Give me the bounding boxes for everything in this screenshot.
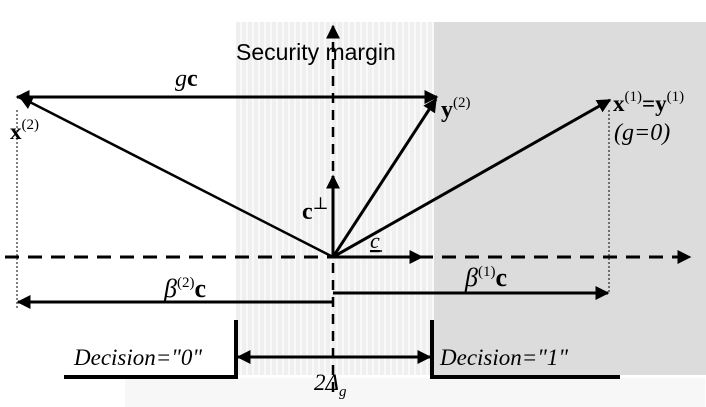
c-perp-label: c⊥ <box>302 194 329 225</box>
two-delta-label: 2Δg <box>314 370 347 400</box>
beta2-label: β(2)c <box>163 274 206 303</box>
x2-label: x(2) <box>10 117 39 144</box>
y2-label: y(2) <box>441 95 471 123</box>
decision-zero-label: Decision="0" <box>73 345 202 370</box>
x2-vector <box>18 95 334 259</box>
decision-one-boundary <box>430 320 620 379</box>
y2-vector <box>331 97 438 258</box>
x1-vector <box>332 98 612 259</box>
bottom-faint-strip <box>125 378 705 407</box>
g-zero-label: (g=0) <box>614 120 670 146</box>
gc-label: gc <box>175 66 198 92</box>
x1-y1-label: x(1)=y(1) <box>613 89 684 116</box>
beta1-label: β(1)c <box>464 263 507 292</box>
decision-one-label: Decision="1" <box>439 345 568 370</box>
decision-one-region <box>434 22 706 375</box>
c-label: c <box>370 228 380 253</box>
decision-zero-boundary <box>64 320 238 379</box>
security-margin-label: Security margin <box>236 39 396 65</box>
security-margin-band <box>236 22 434 375</box>
